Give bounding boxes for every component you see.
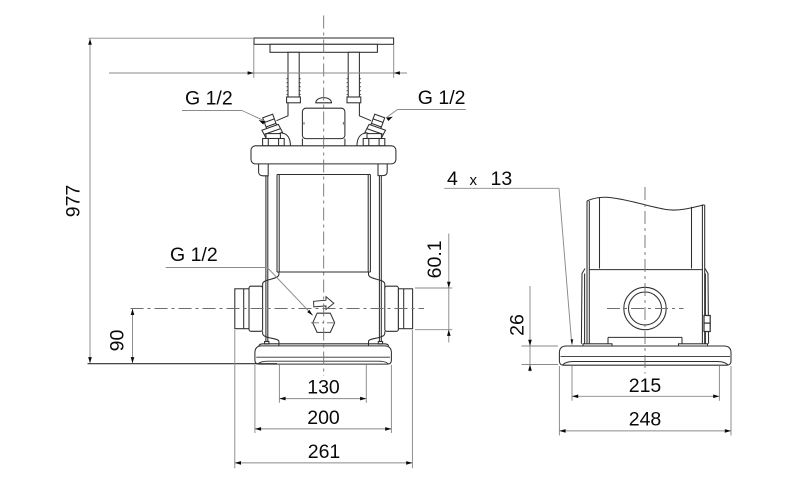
svg-text:977: 977 [63, 185, 85, 218]
svg-text:x: x [470, 172, 478, 189]
svg-text:G 1/2: G 1/2 [185, 88, 233, 110]
svg-text:13: 13 [491, 168, 513, 190]
svg-text:G 1/2: G 1/2 [170, 244, 218, 266]
svg-text:90: 90 [107, 330, 129, 352]
svg-text:60.1: 60.1 [424, 240, 446, 278]
svg-text:261: 261 [308, 441, 341, 463]
svg-text:4: 4 [447, 168, 458, 190]
svg-text:215: 215 [629, 375, 662, 397]
svg-text:130: 130 [307, 376, 340, 398]
svg-text:248: 248 [629, 409, 662, 431]
svg-text:200: 200 [307, 407, 340, 429]
svg-text:G 1/2: G 1/2 [418, 87, 466, 109]
svg-text:26: 26 [507, 314, 529, 336]
